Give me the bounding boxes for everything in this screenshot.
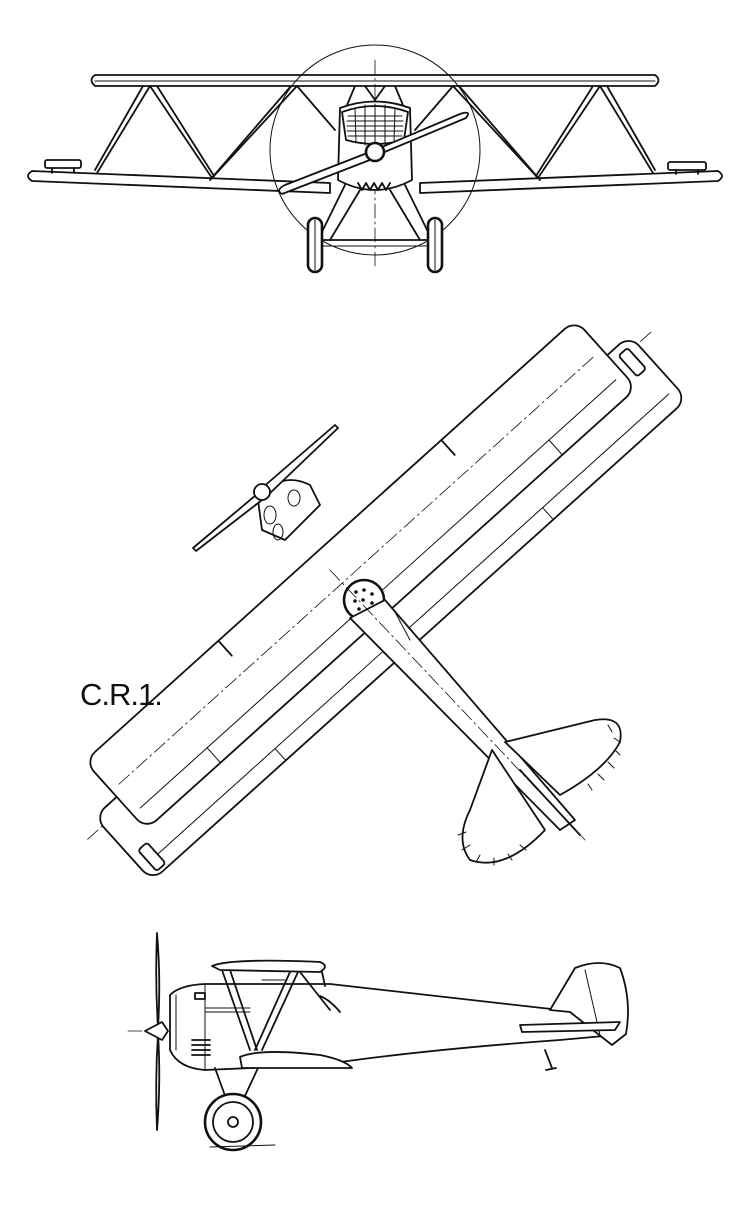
side-view bbox=[0, 900, 750, 1208]
lower-wing-right bbox=[419, 170, 723, 194]
rudder-plan bbox=[519, 769, 581, 836]
spinner bbox=[364, 141, 386, 163]
interplane-strut-front bbox=[221, 969, 251, 1051]
exhaust-port bbox=[194, 992, 206, 1000]
right-balance-plan bbox=[618, 348, 646, 377]
tail-skid bbox=[544, 1049, 553, 1069]
propeller-blade-right bbox=[374, 111, 469, 157]
left-interplane-struts bbox=[96, 85, 336, 179]
left-balance-plan bbox=[138, 842, 166, 871]
rear-fuselage-plan bbox=[349, 599, 576, 831]
aircraft-designation: C.R.1. bbox=[80, 677, 163, 712]
propeller-side-lower bbox=[155, 1033, 161, 1131]
ground-line bbox=[209, 1144, 276, 1148]
front-view bbox=[0, 0, 750, 300]
propeller-blade-left bbox=[278, 149, 376, 195]
spinner-side bbox=[144, 1021, 169, 1041]
right-aileron-balance bbox=[667, 161, 707, 171]
tailplane-left bbox=[461, 749, 546, 864]
radiator bbox=[341, 105, 409, 145]
lower-wing-side bbox=[239, 1051, 353, 1069]
plan-view: C.R.1. bbox=[0, 300, 750, 900]
tailplane-side bbox=[519, 1021, 621, 1033]
propeller-plan-lower bbox=[192, 494, 263, 552]
spinner-plan bbox=[253, 483, 271, 501]
cowling-louvres bbox=[191, 1039, 211, 1056]
upper-wing bbox=[90, 74, 660, 87]
propeller-side-upper bbox=[155, 932, 161, 1029]
interplane-strut-rear bbox=[254, 971, 291, 1051]
exhaust-stubs bbox=[357, 182, 391, 191]
upper-wing-side bbox=[211, 959, 326, 973]
right-interplane-struts bbox=[414, 85, 654, 179]
left-aileron-balance bbox=[44, 159, 82, 169]
